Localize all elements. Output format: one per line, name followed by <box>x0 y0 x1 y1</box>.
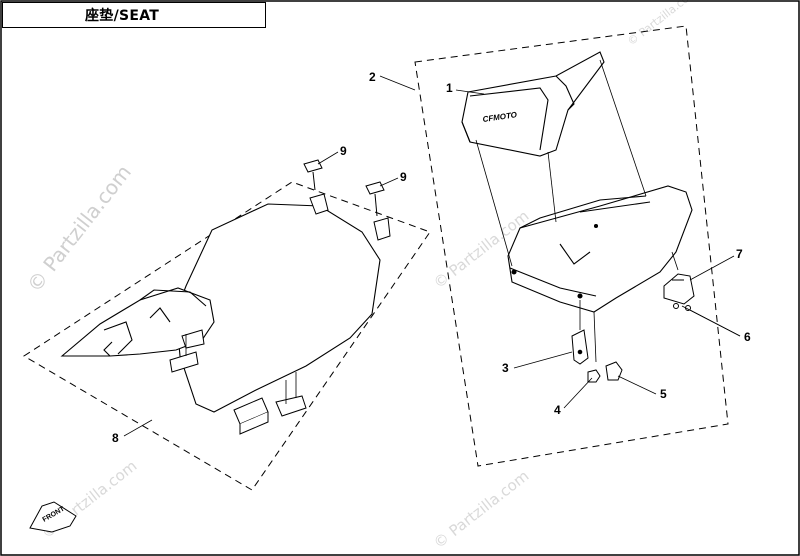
callout-2: 2 <box>369 70 376 84</box>
callout-8: 8 <box>112 431 119 445</box>
callout-4: 4 <box>554 403 561 417</box>
part-9-bolt-a <box>303 159 323 191</box>
group-box-pillion <box>414 25 729 467</box>
callout-leaders-left <box>123 151 399 437</box>
part-9-bolt-b <box>365 181 385 217</box>
part-6-screws <box>673 303 691 311</box>
callout-6: 6 <box>744 330 751 344</box>
callout-leaders-right <box>379 75 741 409</box>
part-pillion-seat <box>507 185 693 313</box>
diagram-title: 座垫/SEAT <box>85 8 160 24</box>
rider-seat-guides <box>185 334 297 404</box>
group-box-rider-seat <box>23 181 431 491</box>
callout-7: 7 <box>736 247 743 261</box>
part-8-rider-seat <box>60 203 381 413</box>
callout-1: 1 <box>446 81 453 95</box>
part-7-latch <box>663 273 695 305</box>
title-box: 座垫/SEAT <box>2 2 266 28</box>
callout-9a: 9 <box>340 144 347 158</box>
callout-5: 5 <box>660 387 667 401</box>
callout-9b: 9 <box>400 170 407 184</box>
assembly-guide-lines <box>475 59 679 363</box>
part-5-rubber-bumper <box>605 361 623 381</box>
part-3-bracket <box>571 329 589 365</box>
front-direction-arrow <box>29 501 77 533</box>
callout-3: 3 <box>502 361 509 375</box>
part-rider-seat-pads <box>169 193 391 435</box>
part-1-seat-cowl <box>461 51 605 157</box>
